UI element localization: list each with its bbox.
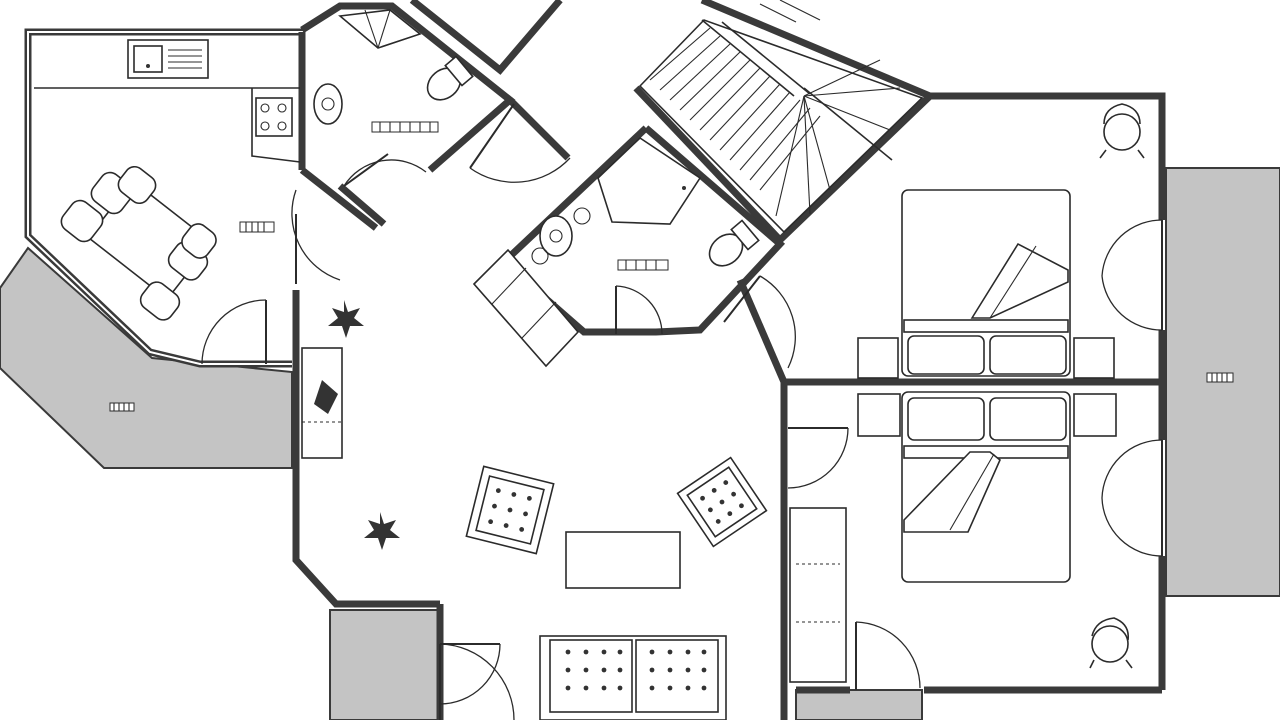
nightstand (1073, 393, 1117, 437)
floor-drain-icon (617, 259, 669, 271)
sofa (539, 635, 727, 720)
outdoor-areas (0, 167, 1280, 720)
balcony-door (439, 643, 515, 720)
wardrobe-doors (1101, 219, 1163, 331)
balcony-bottom-right (795, 689, 923, 720)
bedroom-lower-door (787, 427, 849, 489)
armchair-icon (1089, 617, 1133, 669)
toilet-icon (708, 219, 760, 267)
bathroom-center-cabinet (472, 248, 580, 368)
balcony-bottom-left (329, 609, 439, 720)
floor-drain-icon (371, 121, 439, 133)
fireplace-icon (301, 347, 343, 459)
plant-icon (364, 512, 400, 550)
floor-drain-icon (239, 221, 275, 233)
staircase (638, 0, 924, 234)
plant-icon (328, 300, 364, 338)
nightstand (857, 393, 901, 437)
terrace-left-drain-icon (109, 402, 135, 412)
kitchen-door (201, 299, 267, 365)
winder-steps (759, 0, 901, 217)
balcony-right-drain-icon (1206, 372, 1234, 383)
coffee-table (565, 531, 681, 589)
bedroom-upper-door (723, 275, 796, 369)
dining-chairs (60, 165, 217, 321)
sink-icon (127, 39, 209, 79)
terrace-left (0, 246, 293, 469)
kitchen (60, 39, 341, 365)
kitchen-living-door (291, 189, 341, 284)
nightstand (1073, 337, 1115, 379)
bathroom-top-door (343, 153, 427, 187)
corner-shower-icon (338, 9, 422, 49)
nightstand (857, 337, 899, 379)
balcony-door (855, 621, 921, 690)
bathroom-center (472, 136, 760, 368)
armchair-right (676, 456, 768, 548)
wardrobe-doors (1101, 439, 1163, 557)
hob-icon (255, 97, 293, 137)
toilet-icon (426, 55, 474, 101)
washbasin-icon (531, 207, 591, 265)
dresser (789, 507, 847, 683)
bathroom-top (313, 9, 474, 187)
bathroom-center-door (615, 285, 663, 335)
bedroom-upper (857, 103, 1163, 379)
armchair-icon (1099, 103, 1145, 159)
bedroom-lower (787, 391, 1163, 690)
washbasin-icon (313, 83, 343, 125)
armchair-left (465, 465, 555, 555)
living-room (301, 275, 796, 720)
corner-shower-icon (597, 136, 702, 225)
corridor-door (469, 103, 571, 183)
